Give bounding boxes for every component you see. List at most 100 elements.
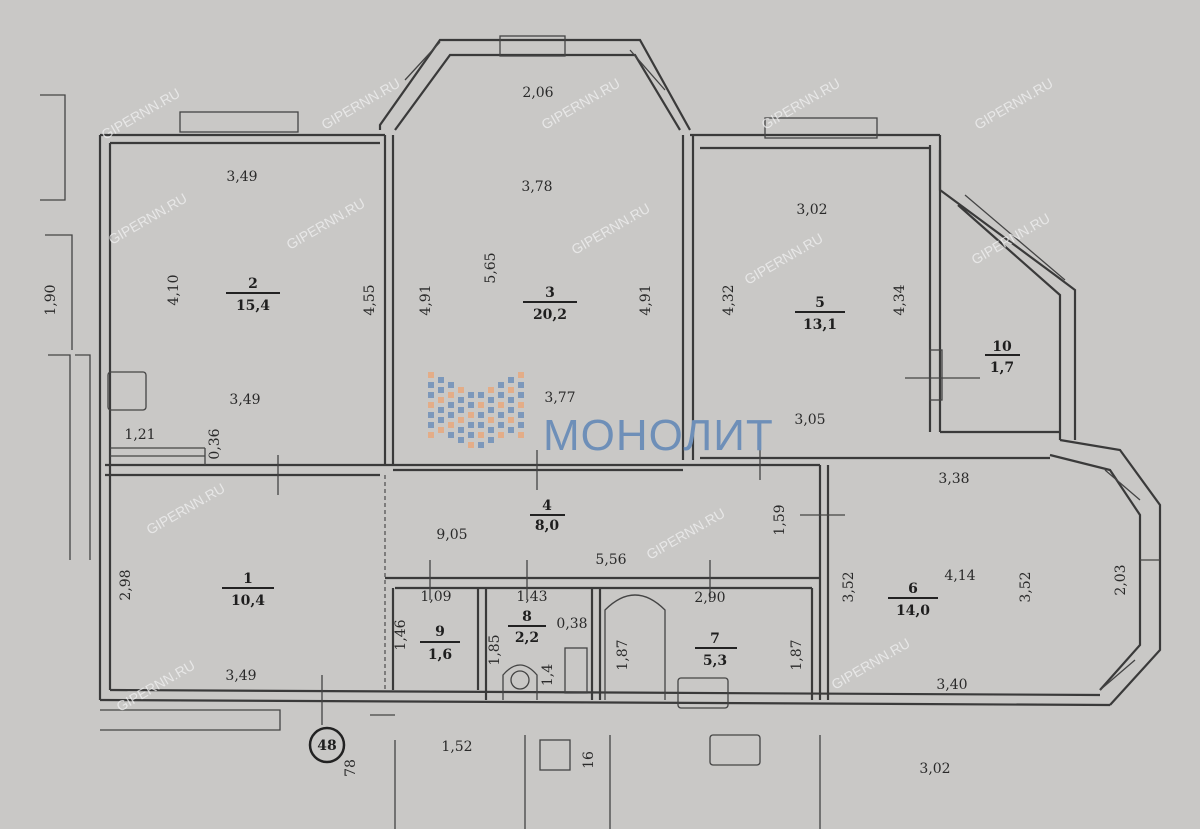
dim-label: 0,38 bbox=[556, 616, 587, 632]
dimension-labels: 3,49 4,10 4,55 3,49 1,21 0,36 2,06 3,78 … bbox=[43, 85, 1129, 777]
svg-text:14,0: 14,0 bbox=[896, 603, 930, 619]
logo-dot bbox=[498, 412, 504, 418]
dim-label: 1,43 bbox=[516, 589, 547, 605]
dim-label: 1,87 bbox=[615, 639, 631, 670]
logo-dot bbox=[468, 412, 474, 418]
logo-dot bbox=[458, 407, 464, 413]
logo-dot bbox=[448, 432, 454, 438]
room-7-label: 75,3 bbox=[695, 631, 737, 669]
walls bbox=[40, 35, 1162, 829]
sink-fixture bbox=[677, 677, 729, 709]
logo-dot bbox=[508, 387, 514, 393]
logo-dot bbox=[508, 397, 514, 403]
logo-dot bbox=[448, 412, 454, 418]
logo-dot bbox=[458, 397, 464, 403]
svg-text:9: 9 bbox=[435, 624, 445, 640]
logo-dot bbox=[428, 392, 434, 398]
svg-text:20,2: 20,2 bbox=[533, 307, 567, 323]
dim-label: 1,21 bbox=[124, 427, 155, 443]
logo-dot bbox=[458, 387, 464, 393]
svg-text:4: 4 bbox=[542, 498, 552, 514]
logo-dot bbox=[518, 402, 524, 408]
svg-text:5,3: 5,3 bbox=[703, 653, 727, 669]
logo-dot bbox=[468, 432, 474, 438]
logo-dot bbox=[518, 432, 524, 438]
dim-label: 4,34 bbox=[892, 284, 908, 315]
svg-text:8,0: 8,0 bbox=[535, 518, 560, 534]
dim-label: 16 bbox=[581, 751, 597, 769]
dim-label: 4,10 bbox=[166, 274, 182, 305]
svg-text:2,2: 2,2 bbox=[515, 630, 539, 646]
logo-dot bbox=[438, 407, 444, 413]
logo-dot bbox=[498, 432, 504, 438]
dim-label: 1,87 bbox=[789, 639, 805, 670]
dim-label: 5,65 bbox=[483, 252, 499, 283]
logo-dot bbox=[508, 417, 514, 423]
logo-dot bbox=[478, 392, 484, 398]
svg-text:13,1: 13,1 bbox=[803, 317, 837, 333]
room-labels: 110,4 215,4 320,2 48,0 513,1 614,0 75,3 … bbox=[222, 276, 1020, 669]
logo-dot bbox=[438, 427, 444, 433]
svg-text:1,6: 1,6 bbox=[428, 647, 452, 663]
logo-dot bbox=[508, 407, 514, 413]
dim-label: 0,36 bbox=[207, 428, 223, 459]
logo-dot bbox=[428, 432, 434, 438]
dim-label: 3,49 bbox=[226, 169, 257, 185]
logo-dot bbox=[438, 377, 444, 383]
logo-dot bbox=[428, 412, 434, 418]
apartment-number-badge: 48 bbox=[308, 726, 346, 764]
logo-dot bbox=[468, 392, 474, 398]
monolit-logo: МОНОЛИТ bbox=[428, 372, 774, 460]
logo-dot bbox=[518, 412, 524, 418]
logo-dot bbox=[448, 402, 454, 408]
dim-label: 1,4 bbox=[540, 664, 556, 686]
room-9-label: 91,6 bbox=[420, 624, 460, 663]
sink-fixture bbox=[107, 371, 147, 411]
svg-text:1,7: 1,7 bbox=[990, 360, 1014, 376]
svg-text:2: 2 bbox=[248, 276, 258, 292]
toilet-fixture bbox=[539, 739, 571, 771]
logo-dot bbox=[488, 387, 494, 393]
dim-label: 2,06 bbox=[522, 85, 553, 101]
logo-dot bbox=[498, 422, 504, 428]
logo-dot bbox=[498, 402, 504, 408]
logo-dot bbox=[428, 402, 434, 408]
dim-label: 5,56 bbox=[595, 552, 626, 568]
logo-dot bbox=[488, 397, 494, 403]
room-5-label: 513,1 bbox=[795, 295, 845, 333]
logo-dot bbox=[488, 407, 494, 413]
room-3-label: 320,2 bbox=[523, 285, 577, 323]
dim-label: 4,14 bbox=[944, 568, 975, 584]
svg-text:8: 8 bbox=[522, 609, 532, 625]
room-6-label: 614,0 bbox=[888, 581, 938, 619]
dim-label: 3,77 bbox=[544, 390, 575, 406]
logo-dot bbox=[448, 382, 454, 388]
logo-dot bbox=[428, 422, 434, 428]
dim-label: 2,90 bbox=[694, 590, 725, 606]
dim-label: 1,52 bbox=[441, 739, 472, 755]
dim-label: 1,90 bbox=[43, 284, 59, 315]
dim-label: 3,02 bbox=[919, 761, 950, 777]
logo-dot bbox=[478, 432, 484, 438]
logo-dot bbox=[458, 427, 464, 433]
svg-text:10,4: 10,4 bbox=[231, 593, 265, 609]
logo-dot bbox=[498, 382, 504, 388]
room-2-label: 215,4 bbox=[226, 276, 280, 314]
svg-text:3: 3 bbox=[545, 285, 555, 301]
svg-text:5: 5 bbox=[815, 295, 825, 311]
logo-dot bbox=[518, 422, 524, 428]
window bbox=[764, 117, 878, 139]
dim-label: 4,91 bbox=[418, 284, 434, 315]
logo-dot bbox=[458, 417, 464, 423]
window bbox=[929, 349, 943, 401]
dim-label: 4,91 bbox=[638, 284, 654, 315]
svg-text:1: 1 bbox=[243, 571, 253, 587]
logo-dot bbox=[438, 397, 444, 403]
svg-text:МОНОЛИТ: МОНОЛИТ bbox=[543, 411, 774, 460]
dim-label: 3,52 bbox=[1018, 571, 1034, 602]
logo-dot bbox=[508, 427, 514, 433]
dim-label: 3,02 bbox=[796, 202, 827, 218]
svg-text:10: 10 bbox=[992, 339, 1012, 355]
logo-dot bbox=[468, 422, 474, 428]
